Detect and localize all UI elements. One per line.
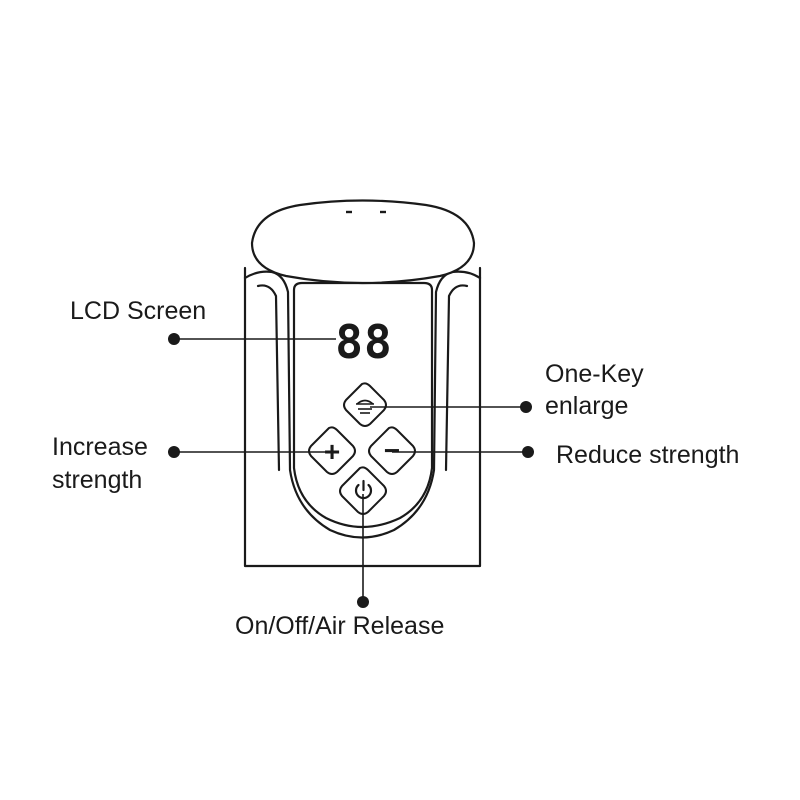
callouts bbox=[168, 333, 534, 608]
nipple-enlarge-icon bbox=[356, 399, 374, 414]
enlarge-button[interactable] bbox=[343, 382, 387, 427]
reduce-callout-dot bbox=[522, 446, 534, 458]
lid-dome bbox=[250, 199, 476, 285]
device-lid bbox=[250, 199, 476, 285]
increase-callout-dot bbox=[168, 446, 180, 458]
one-key-enlarge-label-line1: One-Key bbox=[545, 360, 644, 388]
labels: LCD Screen One-Key enlarge Increase stre… bbox=[52, 297, 739, 640]
increase-strength-label-line1: Increase bbox=[52, 433, 148, 461]
power-label: On/Off/Air Release bbox=[235, 612, 444, 640]
increase-strength-label-line2: strength bbox=[52, 466, 142, 494]
control-buttons: + − bbox=[308, 382, 416, 515]
power-button[interactable] bbox=[339, 466, 387, 515]
lcd-display-digits: 88 bbox=[335, 315, 392, 369]
increase-button[interactable]: + bbox=[308, 426, 356, 475]
reduce-button[interactable]: − bbox=[368, 426, 416, 475]
plus-icon: + bbox=[324, 436, 340, 467]
reduce-strength-label: Reduce strength bbox=[556, 441, 739, 469]
lcd-callout-dot bbox=[168, 333, 180, 345]
lcd-screen-label: LCD Screen bbox=[70, 297, 206, 325]
device-front-panel bbox=[292, 281, 434, 528]
power-callout-dot bbox=[357, 596, 369, 608]
device-side-accent-right bbox=[444, 284, 469, 472]
minus-icon: − bbox=[384, 435, 400, 466]
one-key-enlarge-label-line2: enlarge bbox=[545, 392, 628, 420]
enlarge-callout-dot bbox=[520, 401, 532, 413]
device-side-accent-left bbox=[256, 284, 281, 472]
